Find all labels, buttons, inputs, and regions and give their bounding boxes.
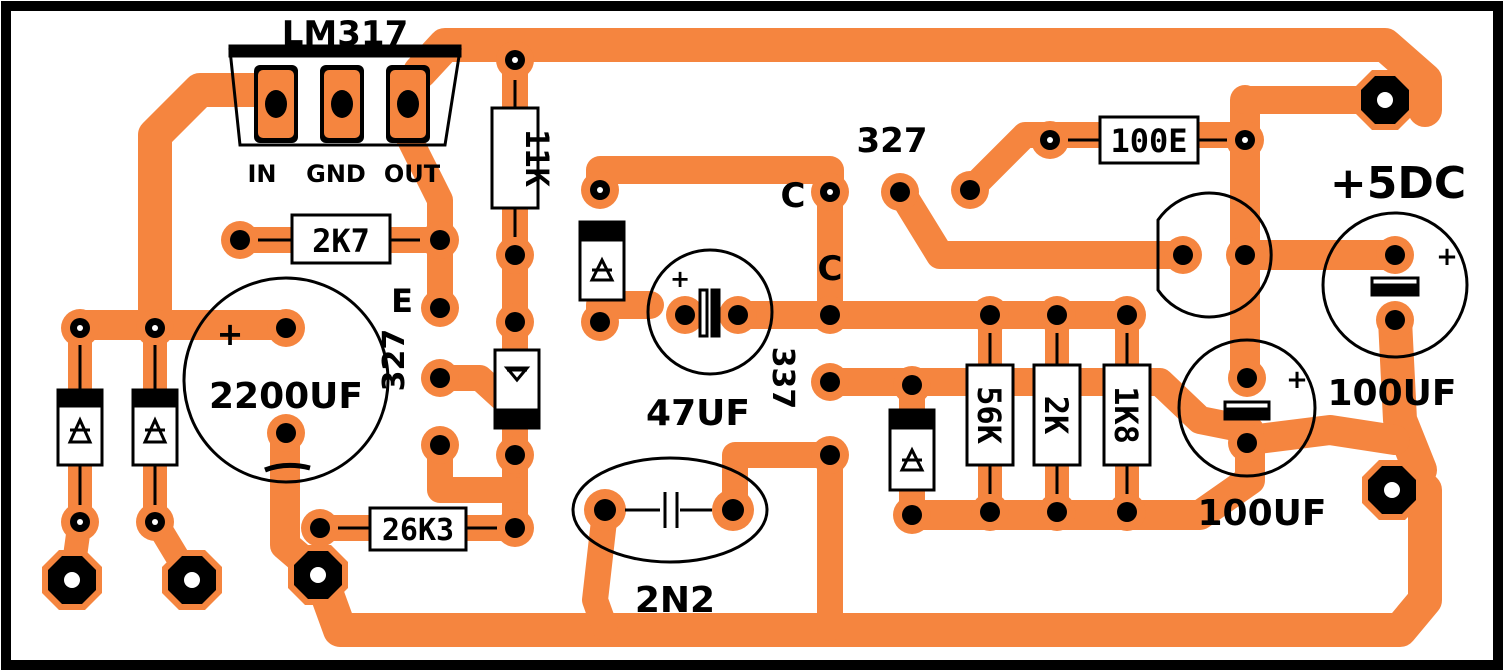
label-r-56k: 56K (970, 386, 1008, 445)
resistor-11k-body (490, 106, 540, 210)
capacitor-100uf-upper-outline (1321, 211, 1469, 359)
track-input-loop (138, 73, 289, 342)
polarity-47uf: + (670, 265, 690, 293)
resistor-100e-body (1098, 115, 1200, 165)
track-ground-2n2 (582, 499, 618, 641)
label-lm317: LM317 (282, 14, 408, 54)
label-r-2k7: 2K7 (312, 222, 370, 260)
track-right-return (1378, 303, 1437, 487)
label-c-100uf-lower: 100UF (1198, 493, 1327, 534)
polarity-100uf-lower: + (1286, 365, 1308, 395)
resistor-1k8-body (1102, 363, 1152, 467)
label-pin-e: E (391, 282, 413, 320)
capacitor-2200uf-outline (182, 276, 390, 484)
track-ground-bus (303, 473, 1442, 647)
label-pin-gnd: GND (306, 160, 366, 188)
capacitor-2200uf-mark (264, 462, 311, 473)
label-pin-in: IN (247, 160, 276, 188)
label-pin-out: OUT (384, 160, 441, 188)
label-q-327-right: 327 (857, 121, 928, 161)
label-r-1k8: 1K8 (1107, 386, 1145, 444)
regulator-tab (228, 44, 462, 58)
track-327-top (886, 176, 1199, 269)
capacitor-100uf-lower-outline (1177, 338, 1317, 478)
label-r-2k: 2K (1037, 396, 1075, 435)
label-r-26k3: 26K3 (382, 513, 454, 548)
label-c-47uf: 47UF (646, 393, 750, 434)
capacitor-47uf-outline (646, 248, 774, 376)
label-output-5dc: +5DC (1330, 158, 1466, 209)
label-r-100e: 100E (1110, 122, 1187, 160)
terminal-pads (42, 70, 1422, 610)
diode-mid (493, 348, 541, 430)
resistor-2k7-body (290, 213, 392, 265)
resistor-56k-body (965, 363, 1015, 467)
label-pin-c-top: C (781, 176, 806, 216)
label-r-11k: 11K (518, 129, 556, 188)
polarity-2200uf: + (217, 315, 244, 353)
capacitor-2n2-outline (571, 456, 769, 564)
silkscreen (56, 44, 1469, 564)
label-c-2n2: 2N2 (635, 580, 715, 621)
labels: LM317 IN GND OUT 2K7 11K 26K3 100E 56K 2… (209, 14, 1466, 621)
pads (42, 41, 1422, 610)
diode-right (131, 345, 179, 505)
round-pads (61, 41, 1414, 547)
polarity-100uf-upper: + (1436, 242, 1458, 272)
transistor-327-outline (1156, 191, 1273, 319)
label-pin-c-mid: C (818, 249, 843, 289)
regulator-pads (254, 65, 430, 143)
label-q-327-left: 327 (377, 329, 412, 392)
label-q-337: 337 (765, 347, 800, 410)
track-adjust (387, 107, 453, 321)
diode-right-b (888, 408, 936, 492)
label-c-2200uf: 2200UF (209, 376, 363, 417)
diode-left (56, 345, 104, 505)
label-c-100uf-upper: 100UF (1328, 373, 1457, 414)
resistor-26k3-body (368, 506, 468, 552)
diode-left-c (578, 220, 626, 302)
resistor-2k-body (1032, 363, 1082, 467)
